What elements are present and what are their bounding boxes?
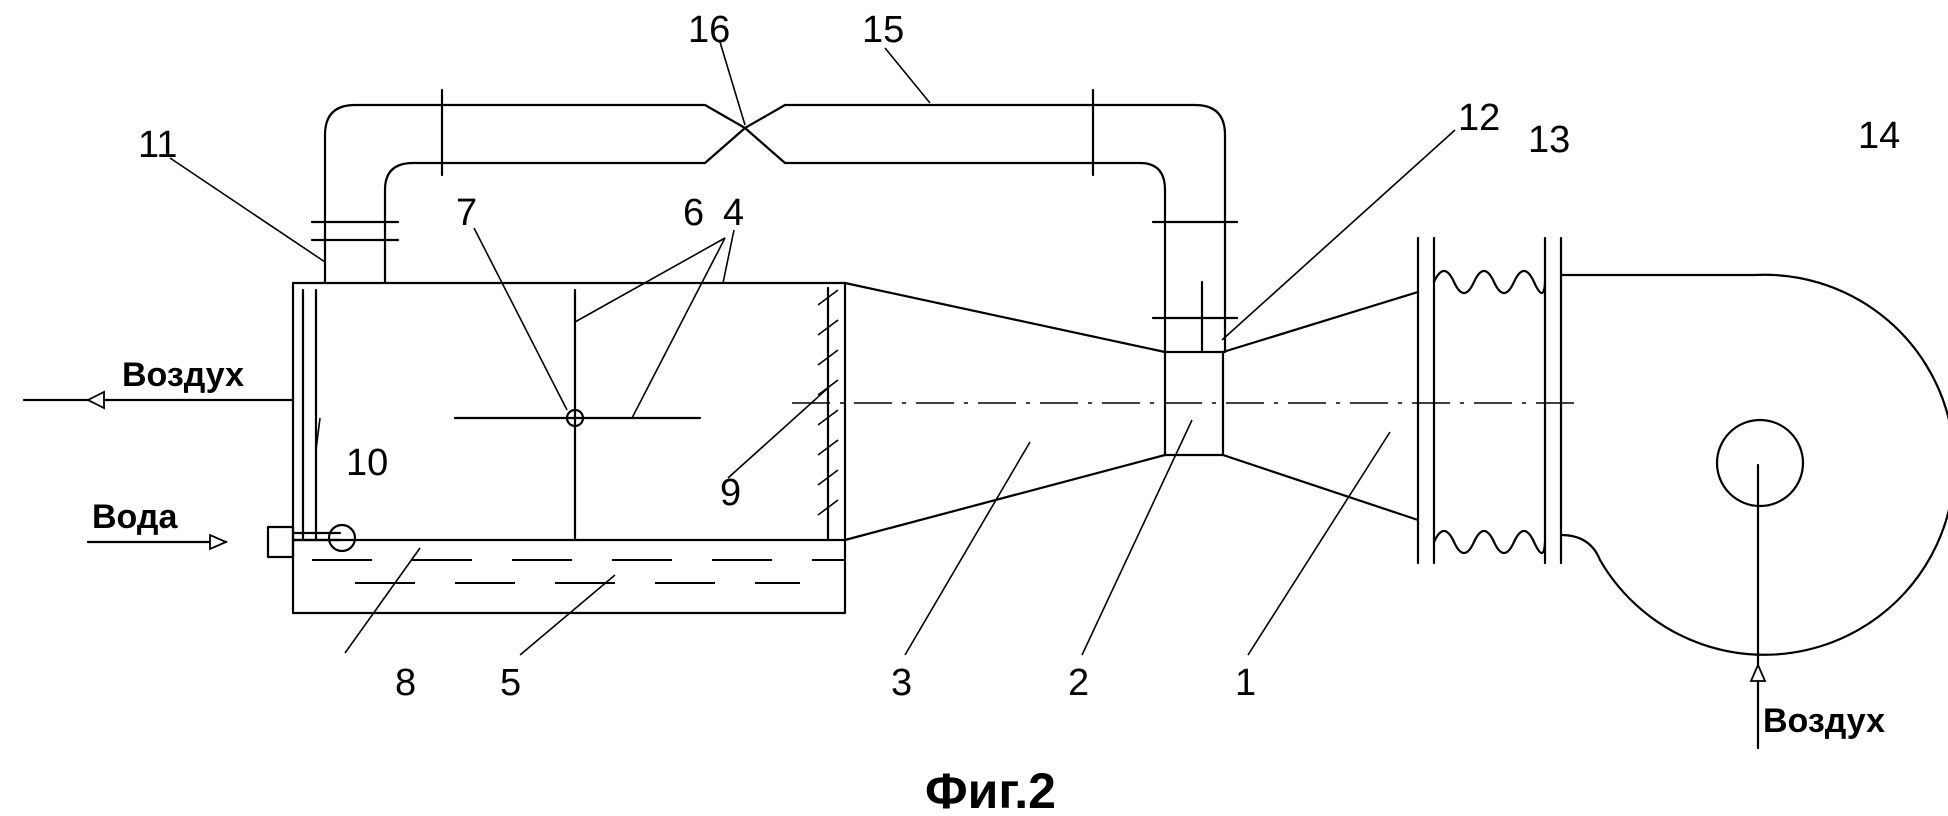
label-5: 5 [500,662,521,704]
float-8 [327,523,357,553]
label-1: 1 [1235,662,1256,704]
label-10: 10 [346,442,388,484]
label-4: 4 [723,192,744,234]
label-6: 6 [683,192,704,234]
label-14: 14 [1858,115,1900,157]
bypass-pipe [310,88,1239,354]
figure-caption: Фиг.2 [925,763,1056,816]
label-3: 3 [891,662,912,704]
water-in-arrow [86,533,229,551]
part-numbers: 1 2 3 4 5 6 7 8 9 10 11 12 13 14 15 16 [138,9,1900,704]
venturi [843,281,1420,542]
fan [1559,273,1948,656]
label-16: 16 [688,9,730,51]
air-out-label: Воздух [122,356,244,394]
air-out-arrow [22,390,295,410]
pivot-7 [565,408,585,428]
label-11: 11 [138,124,177,166]
label-13: 13 [1528,119,1570,161]
air-in-arrow [1749,463,1767,750]
label-9: 9 [720,472,741,514]
air-in-label: Воздух [1763,702,1885,740]
label-12: 12 [1458,97,1500,139]
label-8: 8 [395,662,416,704]
mesh-hatching [817,289,839,516]
label-2: 2 [1068,662,1089,704]
water-in-label: Вода [92,498,178,536]
leader-lines [169,41,1456,656]
fan-hub [1715,418,1805,508]
label-7: 7 [456,192,477,234]
label-15: 15 [862,9,904,51]
flex-connector [1416,236,1563,565]
